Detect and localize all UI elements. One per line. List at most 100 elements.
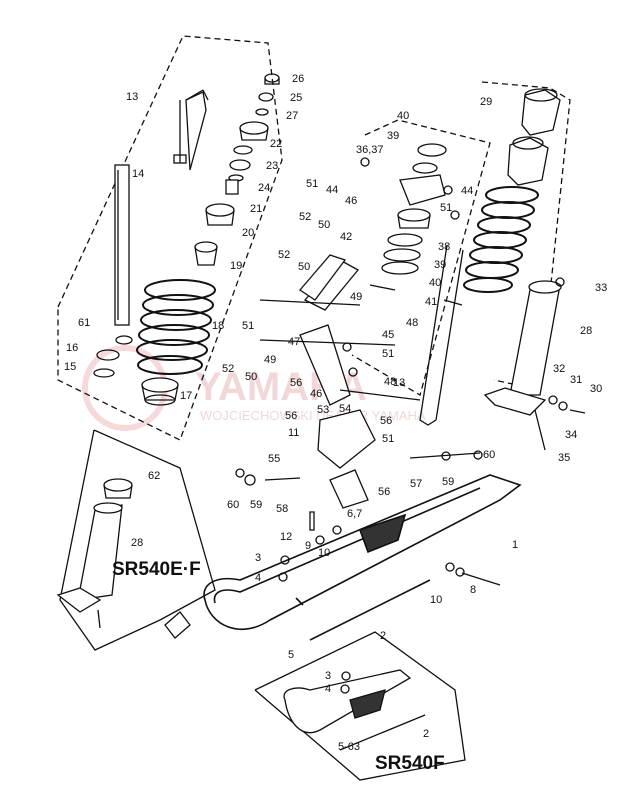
spring-seat-17	[141, 377, 179, 406]
label-50: 50	[298, 261, 310, 273]
label-49: 49	[264, 354, 276, 366]
label-17: 17	[180, 390, 192, 402]
label-51: 51	[306, 178, 318, 190]
label-59: 59	[442, 476, 454, 488]
label-55: 55	[268, 453, 280, 465]
label-49: 49	[350, 291, 362, 303]
label-53: 53	[317, 404, 329, 416]
label-21: 21	[250, 203, 262, 215]
left-assembly-outline	[57, 35, 283, 441]
label-60: 60	[483, 449, 495, 461]
ski-1	[203, 474, 522, 641]
label-61: 61	[78, 317, 90, 329]
watermark-subtitle: WOJCIECHOWSKI DEALER YAMAHA	[200, 408, 426, 423]
top-parts-stack	[93, 73, 280, 378]
label-45: 45	[382, 329, 394, 341]
ski-bracket	[264, 409, 481, 509]
inset-sr540f-parts	[283, 669, 426, 751]
label-6-7: 6,7	[347, 508, 362, 520]
label-41: 41	[425, 296, 437, 308]
label-54: 54	[339, 403, 351, 415]
label-46: 46	[310, 388, 322, 400]
bolt-8	[455, 567, 501, 586]
label-35: 35	[558, 452, 570, 464]
label-48: 48	[384, 376, 396, 388]
label-27: 27	[286, 110, 298, 122]
label-2: 2	[423, 728, 429, 740]
label-22: 22	[270, 138, 282, 150]
suspension-links	[259, 254, 421, 406]
label-13: 13	[393, 377, 405, 389]
label-47: 47	[288, 336, 300, 348]
label-56: 56	[378, 486, 390, 498]
label-32: 32	[553, 363, 565, 375]
label-2: 2	[380, 630, 386, 642]
shock-cover-28	[483, 280, 562, 451]
label-52: 52	[299, 211, 311, 223]
label-36-37: 36,37	[356, 144, 384, 156]
label-42: 42	[340, 231, 352, 243]
label-56: 56	[290, 377, 302, 389]
label-30: 30	[590, 383, 602, 395]
label-20: 20	[242, 227, 254, 239]
callout-labels: 13 14 26 25 27 22 23 24 21 20 19 18 17 6…	[64, 73, 607, 774]
label-58: 58	[276, 503, 288, 515]
label-33: 33	[595, 282, 607, 294]
label-13: 13	[126, 91, 138, 103]
label-51: 51	[382, 433, 394, 445]
label-44: 44	[461, 185, 473, 197]
arrow-indicator-icon	[164, 611, 191, 639]
label-28: 28	[580, 325, 592, 337]
label-51: 51	[382, 348, 394, 360]
inset-sr540ef-outline	[59, 429, 216, 651]
model-label-sr540ef: SR540E·F	[112, 559, 201, 580]
spring-18	[136, 279, 216, 375]
label-56: 56	[380, 415, 392, 427]
label-59: 59	[250, 499, 262, 511]
label-19: 19	[230, 260, 242, 272]
label-52: 52	[278, 249, 290, 261]
shock-absorber-29	[419, 88, 561, 426]
label-52: 52	[222, 363, 234, 375]
label-34: 34	[565, 429, 577, 441]
shock-rod-14	[114, 89, 209, 326]
label-57: 57	[410, 478, 422, 490]
label-9: 9	[305, 540, 311, 552]
label-39: 39	[434, 259, 446, 271]
label-1: 1	[512, 539, 518, 551]
model-label-sr540f: SR540F	[375, 753, 445, 774]
label-51: 51	[440, 202, 452, 214]
right-assembly-outline	[351, 119, 491, 396]
watermark: YAMAHA WOJCIECHOWSKI DEALER YAMAHA	[82, 345, 426, 431]
label-15: 15	[64, 361, 76, 373]
label-60: 60	[227, 499, 239, 511]
label-44: 44	[326, 184, 338, 196]
label-40: 40	[397, 110, 409, 122]
label-4: 4	[255, 572, 261, 584]
far-right-assembly-outline	[481, 81, 571, 391]
label-46: 46	[345, 195, 357, 207]
label-25: 25	[290, 92, 302, 104]
label-28: 28	[131, 537, 143, 549]
label-10: 10	[318, 547, 330, 559]
label-12: 12	[280, 531, 292, 543]
label-39: 39	[387, 130, 399, 142]
label-56: 56	[285, 410, 297, 422]
label-62: 62	[148, 470, 160, 482]
label-3: 3	[325, 670, 331, 682]
label-8: 8	[470, 584, 476, 596]
label-11: 11	[288, 427, 299, 439]
label-23: 23	[266, 160, 278, 172]
label-24: 24	[258, 182, 270, 194]
label-5-63: 5-63	[338, 741, 360, 753]
label-38: 38	[438, 241, 450, 253]
label-18: 18	[212, 320, 224, 332]
label-51: 51	[242, 320, 254, 332]
center-stack	[369, 143, 447, 291]
label-31: 31	[570, 374, 582, 386]
inset-sr540ef-parts	[56, 478, 133, 629]
label-4: 4	[325, 683, 331, 695]
inset-sr540f-outline	[254, 631, 466, 781]
label-40: 40	[429, 277, 441, 289]
